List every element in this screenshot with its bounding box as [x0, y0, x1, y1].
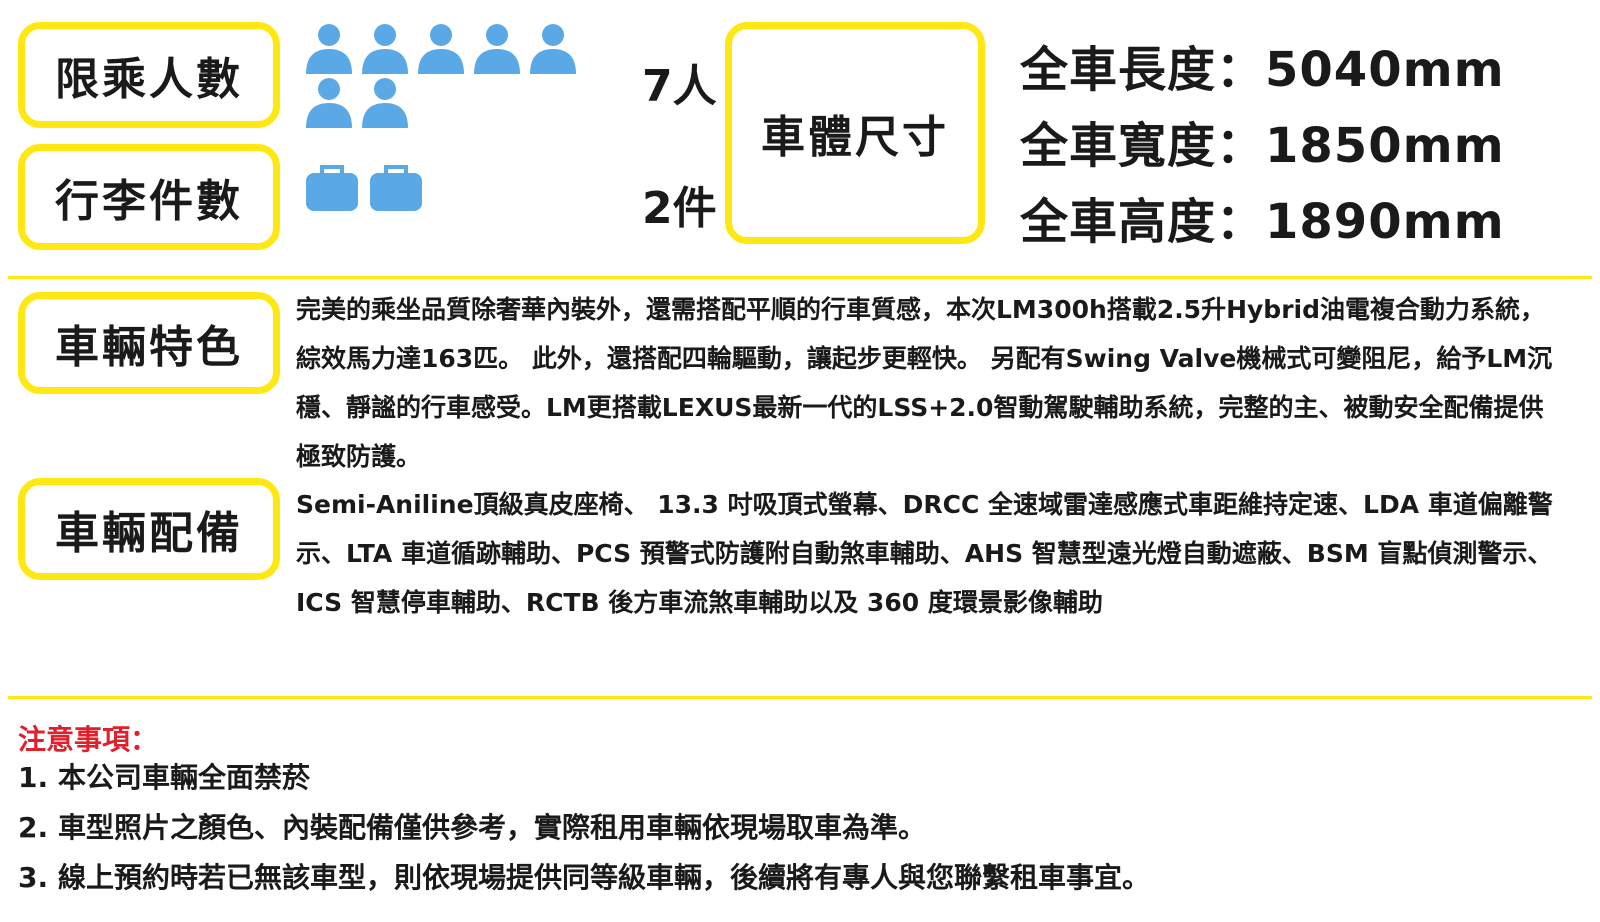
luggage-label: 行李件數 — [18, 144, 280, 250]
body-size-label: 車體尺寸 — [725, 22, 985, 244]
person-icon — [306, 78, 352, 128]
person-icon — [474, 24, 520, 74]
suitcase-icon — [306, 165, 358, 211]
passenger-icons-row-2 — [304, 76, 410, 128]
list-item: 2. 車型照片之顏色、內裝配備僅供參考，實際租用車輛依現場取車為準。 — [18, 803, 1150, 853]
passenger-icons-row-1 — [304, 22, 578, 74]
person-icon — [362, 24, 408, 74]
dimension-length: 全車長度：5040mm — [1020, 42, 1505, 98]
notes-list: 1. 本公司車輛全面禁菸 2. 車型照片之顏色、內裝配備僅供參考，實際租用車輛依現場… — [18, 753, 1150, 903]
person-icon — [362, 78, 408, 128]
luggage-count: 2件 — [642, 183, 717, 234]
equipment-text: Semi-Aniline頂級真皮座椅、 13.3 吋吸頂式螢幕、DRCC 全速域… — [296, 490, 1553, 617]
list-item-number: 3. — [18, 861, 49, 894]
person-icon — [306, 24, 352, 74]
passenger-label: 限乘人數 — [18, 22, 280, 128]
list-item-number: 2. — [18, 811, 49, 844]
divider-bottom — [8, 696, 1592, 699]
dimension-width: 全車寬度：1850mm — [1020, 118, 1505, 174]
divider-top — [8, 276, 1592, 279]
equipment-label: 車輛配備 — [18, 478, 280, 580]
list-item-text: 線上預約時若已無該車型，則依現場提供同等級車輛，後續將有專人與您聯繫租車事宜。 — [58, 861, 1151, 894]
list-item-text: 車型照片之顏色、內裝配備僅供參考，實際租用車輛依現場取車為準。 — [58, 811, 927, 844]
passenger-count: 7人 — [642, 61, 717, 112]
person-icon — [418, 24, 464, 74]
features-label: 車輛特色 — [18, 292, 280, 394]
luggage-icons-row — [304, 163, 424, 213]
list-item: 3. 線上預約時若已無該車型，則依現場提供同等級車輛，後續將有專人與您聯繫租車事宜… — [18, 853, 1150, 903]
features-text: 完美的乘坐品質除奢華內裝外，還需搭配平順的行車質感，本次LM300h搭載2.5升… — [296, 295, 1553, 471]
notes-title: 注意事項： — [18, 723, 159, 756]
list-item-number: 1. — [18, 761, 49, 794]
list-item-text: 本公司車輛全面禁菸 — [58, 761, 311, 794]
list-item: 1. 本公司車輛全面禁菸 — [18, 753, 1150, 803]
person-icon — [530, 24, 576, 74]
dimension-height: 全車高度：1890mm — [1020, 194, 1505, 250]
suitcase-icon — [370, 165, 422, 211]
